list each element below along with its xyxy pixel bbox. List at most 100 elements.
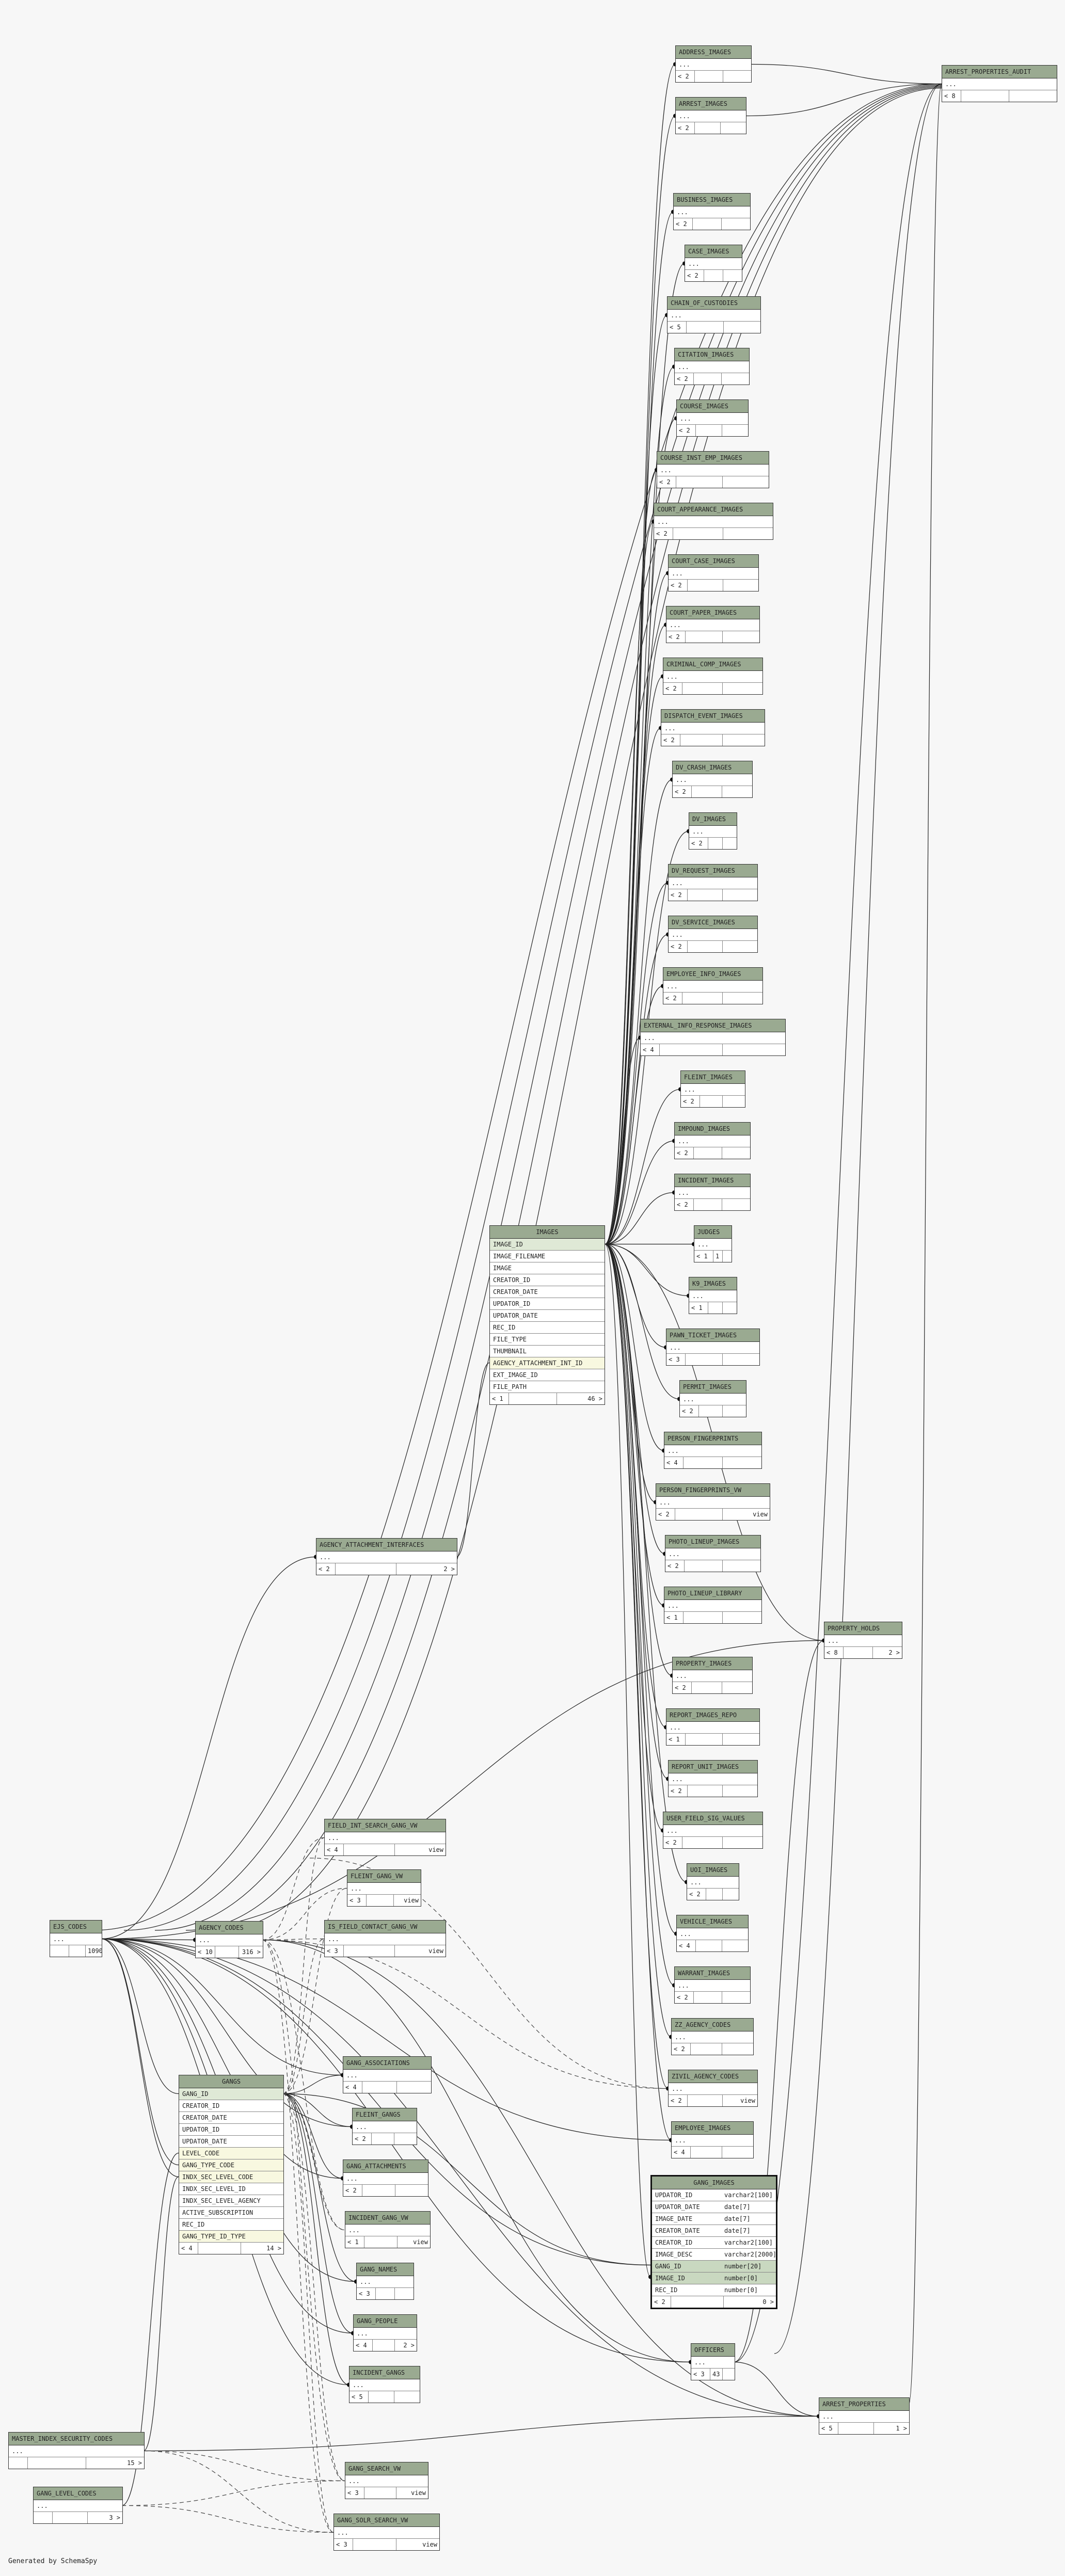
table-officers[interactable]: OFFICERS...< 343 > — [691, 2343, 735, 2380]
summary-cell: < 4 — [672, 2147, 691, 2158]
table-header: CASE_IMAGES — [685, 245, 742, 258]
table-uoi-images[interactable]: UOI_IMAGES...< 2 — [687, 1863, 739, 1900]
table-citation-images[interactable]: CITATION_IMAGES...< 2 — [674, 348, 750, 385]
table-row: ... — [661, 723, 765, 734]
table-header: ZIVIL_AGENCY_CODES — [669, 2070, 757, 2083]
table-summary: < 2 — [675, 1147, 750, 1159]
table-employee-images[interactable]: EMPLOYEE_IMAGES...< 4 — [671, 2121, 754, 2158]
table-gang-attachments[interactable]: GANG_ATTACHMENTS...< 2 — [343, 2159, 428, 2197]
table-case-images[interactable]: CASE_IMAGES...< 2 — [685, 245, 742, 282]
table-property-images[interactable]: PROPERTY_IMAGES...< 2 — [672, 1657, 753, 1694]
table-course-images[interactable]: COURSE_IMAGES...< 2 — [676, 399, 749, 437]
table-chain-of-custodies[interactable]: CHAIN_OF_CUSTODIES...< 5 — [667, 296, 761, 333]
summary-cell — [723, 889, 757, 901]
table-person-fingerprints[interactable]: PERSON_FINGERPRINTS...< 4 — [664, 1432, 762, 1469]
table-impound-images[interactable]: IMPOUND_IMAGES...< 2 — [674, 1122, 751, 1159]
table-header: IMAGES — [490, 1226, 605, 1239]
table-incident-images[interactable]: INCIDENT_IMAGES...< 2 — [674, 1174, 751, 1211]
table-gang-level-codes[interactable]: GANG_LEVEL_CODES...3 > — [33, 2487, 123, 2524]
table-ejs-codes[interactable]: EJS_CODES...1090 > — [50, 1920, 102, 1957]
table-photo-lineup-library[interactable]: PHOTO_LINEUP_LIBRARY...< 1 — [664, 1587, 762, 1624]
summary-cell — [723, 1837, 762, 1848]
table-summary: < 2 — [673, 786, 752, 797]
table-summary: < 2 — [675, 1992, 750, 2003]
table-dv-images[interactable]: DV_IMAGES...< 2 — [689, 812, 737, 850]
summary-cell: < 8 — [942, 90, 961, 102]
view-edge — [143, 2450, 334, 2533]
table-arrest-properties-audit[interactable]: ARREST_PROPERTIES_AUDIT...< 8 — [942, 65, 1057, 102]
table-address-images[interactable]: ADDRESS_IMAGES...< 2 — [675, 45, 752, 83]
table-header: GANG_IMAGES — [652, 2177, 776, 2189]
table-header: CRIMINAL_COMP_IMAGES — [663, 658, 762, 671]
summary-cell: < 2 — [676, 71, 695, 82]
table-header: K9_IMAGES — [689, 1277, 737, 1290]
summary-cell: < 4 — [354, 2340, 373, 2351]
table-header: PAWN_TICKET_IMAGES — [666, 1329, 759, 1342]
table-dv-request-images[interactable]: DV_REQUEST_IMAGES...< 2 — [668, 864, 758, 901]
table-arrest-images[interactable]: ARREST_IMAGES...< 2 — [675, 97, 746, 134]
table-summary: < 2 — [663, 683, 762, 694]
summary-cell: view — [411, 2489, 426, 2497]
relationship-edge — [101, 1938, 819, 2417]
relationship-edge — [605, 1140, 675, 1245]
table-fleint-images[interactable]: FLEINT_IMAGES...< 2 — [680, 1070, 745, 1108]
table-court-paper-images[interactable]: COURT_PAPER_IMAGES...< 2 — [666, 606, 760, 643]
table-dv-service-images[interactable]: DV_SERVICE_IMAGES...< 2 — [668, 916, 758, 953]
table-business-images[interactable]: BUSINESS_IMAGES...< 2 — [673, 193, 751, 230]
table-zz-agency-codes[interactable]: ZZ_AGENCY_CODES...< 2 — [671, 2018, 754, 2055]
table-pawn-ticket-images[interactable]: PAWN_TICKET_IMAGES...< 3 — [666, 1329, 760, 1366]
table-external-info-response-images[interactable]: EXTERNAL_INFO_RESPONSE_IMAGES...< 4 — [640, 1019, 786, 1056]
summary-cell — [362, 2082, 397, 2093]
table-photo-lineup-images[interactable]: PHOTO_LINEUP_IMAGES...< 2 — [665, 1535, 761, 1572]
table-header: GANG_SOLR_SEARCH_VW — [334, 2514, 439, 2527]
table-court-case-images[interactable]: COURT_CASE_IMAGES...< 2 — [668, 554, 759, 591]
table-vehicle-images[interactable]: VEHICLE_IMAGES...< 4 — [676, 1915, 749, 1952]
summary-cell — [344, 1945, 395, 1957]
table-permit-images[interactable]: PERMIT_IMAGES...< 2 — [679, 1380, 746, 1417]
table-dispatch-event-images[interactable]: DISPATCH_EVENT_IMAGES...< 2 — [661, 709, 765, 746]
table-row: GANG_TYPE_ID_TYPE — [179, 2231, 283, 2243]
summary-cell — [686, 1354, 723, 1365]
table-criminal-comp-images[interactable]: CRIMINAL_COMP_IMAGES...< 2 — [663, 658, 763, 695]
table-employee-info-images[interactable]: EMPLOYEE_INFO_IMAGES...< 2 — [663, 967, 763, 1004]
table-row: ... — [357, 2276, 414, 2288]
table-header: ARREST_PROPERTIES_AUDIT — [942, 66, 1057, 78]
table-fleint-gangs[interactable]: FLEINT_GANGS...< 2 — [352, 2108, 417, 2145]
table-dv-crash-images[interactable]: DV_CRASH_IMAGES...< 2 — [672, 761, 753, 798]
table-warrant-images[interactable]: WARRANT_IMAGES...< 2 — [674, 1966, 751, 2004]
table-user-field-sig-values[interactable]: USER_FIELD_SIG_VALUES...< 2 — [663, 1812, 763, 1849]
table-incident-gangs[interactable]: INCIDENT_GANGS...< 5 — [349, 2366, 420, 2403]
table-gang-associations[interactable]: GANG_ASSOCIATIONS...< 4 — [343, 2056, 432, 2093]
table-report-unit-images[interactable]: REPORT_UNIT_IMAGES...< 2 — [668, 1760, 758, 1797]
table-master-index-security-codes[interactable]: MASTER_INDEX_SECURITY_CODES...15 > — [8, 2432, 145, 2469]
table-row: ... — [663, 1825, 762, 1837]
table-gang-names[interactable]: GANG_NAMES...< 3 — [356, 2263, 414, 2300]
summary-cell: 0 > — [762, 2298, 774, 2306]
table-row: ... — [656, 1497, 770, 1509]
summary-cell: < 8 — [824, 1647, 844, 1658]
table-court-appearance-images[interactable]: COURT_APPEARANCE_IMAGES...< 2 — [654, 503, 773, 540]
table-report-images-repo[interactable]: REPORT_IMAGES_REPO...< 1 — [666, 1708, 760, 1746]
table-course-inst-emp-images[interactable]: COURSE_INST_EMP_IMAGES...< 2 — [657, 451, 769, 488]
table-k9-images[interactable]: K9_IMAGES...< 1 — [689, 1277, 737, 1314]
table-header: COURT_PAPER_IMAGES — [666, 606, 759, 619]
